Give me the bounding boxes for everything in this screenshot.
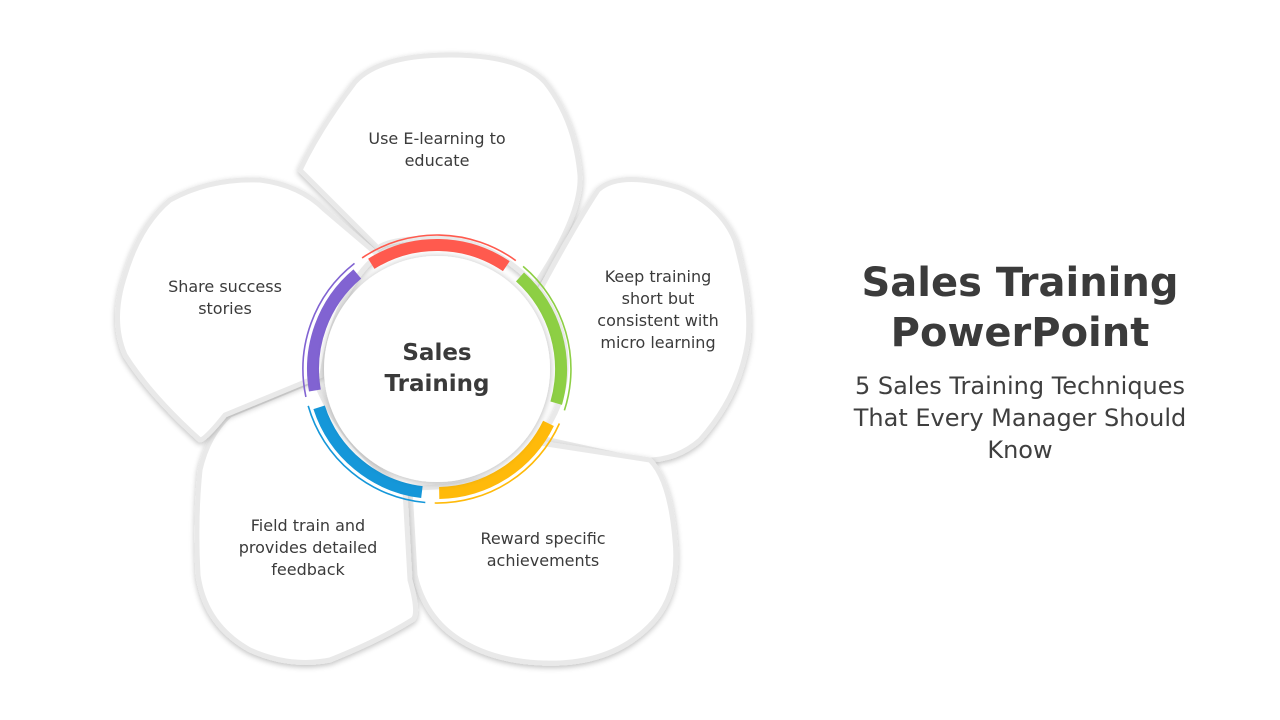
ring-segment-field-train (313, 405, 423, 499)
petal-label-micro-learning: Keep training short but consistent with … (597, 267, 719, 352)
outer-ring-field-train (307, 405, 426, 504)
ring-segment-elearning (368, 239, 510, 272)
ring-segment-success-stories (307, 269, 362, 392)
petal-label-reward: Reward specific achievements (480, 529, 606, 570)
center-circle (324, 256, 550, 482)
petal-label-success-stories: Share success stories (168, 277, 282, 318)
outer-ring-micro-learning (522, 265, 572, 411)
slide-subtitle: 5 Sales Training Techniques That Every M… (853, 372, 1187, 464)
petal-label-elearning: Use E-learning to educate (368, 129, 506, 170)
center-label: Sales Training (384, 340, 490, 397)
ring-segment-reward (439, 420, 554, 499)
outer-ring-elearning (361, 234, 517, 262)
petal-label-field-train: Field train and provides detailed feedba… (238, 516, 378, 579)
ring-segment-micro-learning (515, 272, 567, 405)
outer-ring-success-stories (302, 262, 355, 398)
slide-title: Sales Training PowerPoint (861, 260, 1179, 356)
petal-elearning (297, 52, 583, 288)
outer-ring-reward (434, 423, 561, 504)
